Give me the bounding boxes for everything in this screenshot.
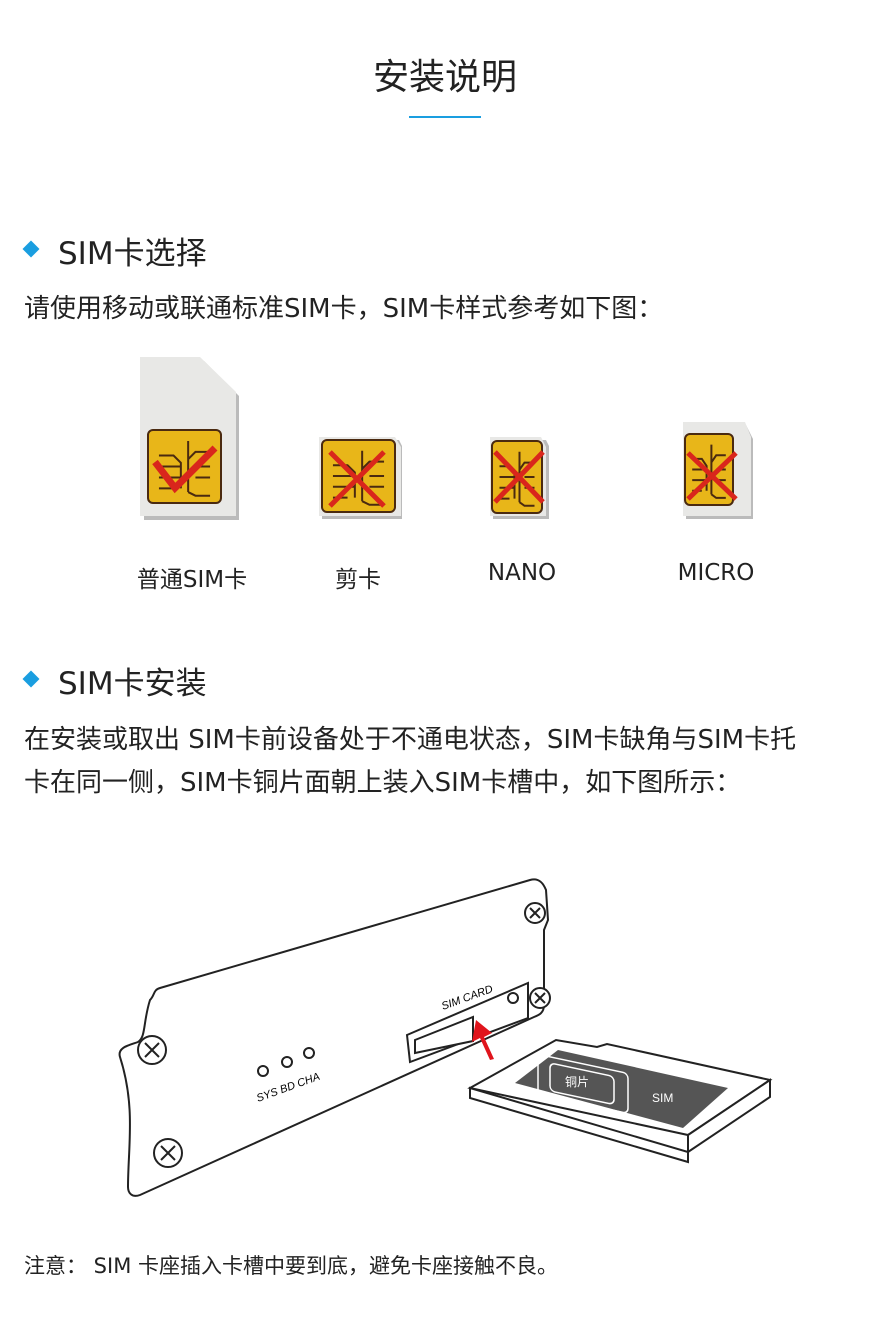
card-label-micro: MICRO	[677, 560, 755, 586]
cross-mark-icon	[686, 451, 738, 501]
sim-card-cut	[319, 437, 402, 519]
copper-contact	[549, 1063, 615, 1105]
sim-card-nano	[490, 437, 549, 519]
check-mark-icon	[152, 445, 218, 494]
sim-label: SIM	[652, 1091, 673, 1105]
sim-card-normal	[140, 357, 239, 520]
led-sys	[257, 1065, 269, 1077]
section-heading-sim-select: SIM卡选择	[58, 236, 207, 272]
screw-icon	[524, 902, 546, 924]
sim-card-types-figure	[0, 357, 890, 540]
sim-select-text: 请使用移动或联通标准SIM卡，SIM卡样式参考如下图：	[24, 294, 664, 324]
sim-card-micro	[683, 422, 753, 519]
install-text-line1: 在安装或取出 SIM卡前设备处于不通电状态，SIM卡缺角与SIM卡托	[24, 725, 797, 755]
cross-mark-icon	[328, 450, 386, 508]
copper-label: 铜片	[565, 1074, 589, 1089]
card-label-cut: 剪卡	[335, 567, 381, 593]
section-heading-sim-install: SIM卡安装	[58, 666, 207, 702]
screw-icon	[529, 987, 551, 1009]
sim-install-figure: SYS BD CHA SIM CARD 铜片 SIM	[118, 878, 773, 1197]
cross-mark-icon	[493, 450, 545, 504]
install-text-line2: 卡在同一侧，SIM卡铜片面朝上装入SIM卡槽中，如下图所示：	[24, 768, 742, 798]
note-text: 注意： SIM 卡座插入卡槽中要到底，避免卡座接触不良。	[24, 1254, 558, 1278]
led-bd	[281, 1056, 293, 1068]
led-cha	[303, 1047, 315, 1059]
page-title: 安装说明	[372, 57, 517, 98]
title-underline	[409, 116, 481, 118]
insert-arrow-icon	[472, 1020, 494, 1060]
card-label-nano: NANO	[487, 560, 557, 586]
screw-icon	[137, 1035, 167, 1065]
screw-icon	[153, 1138, 183, 1168]
device-panel	[118, 878, 550, 1197]
card-label-normal: 普通SIM卡	[136, 567, 248, 593]
